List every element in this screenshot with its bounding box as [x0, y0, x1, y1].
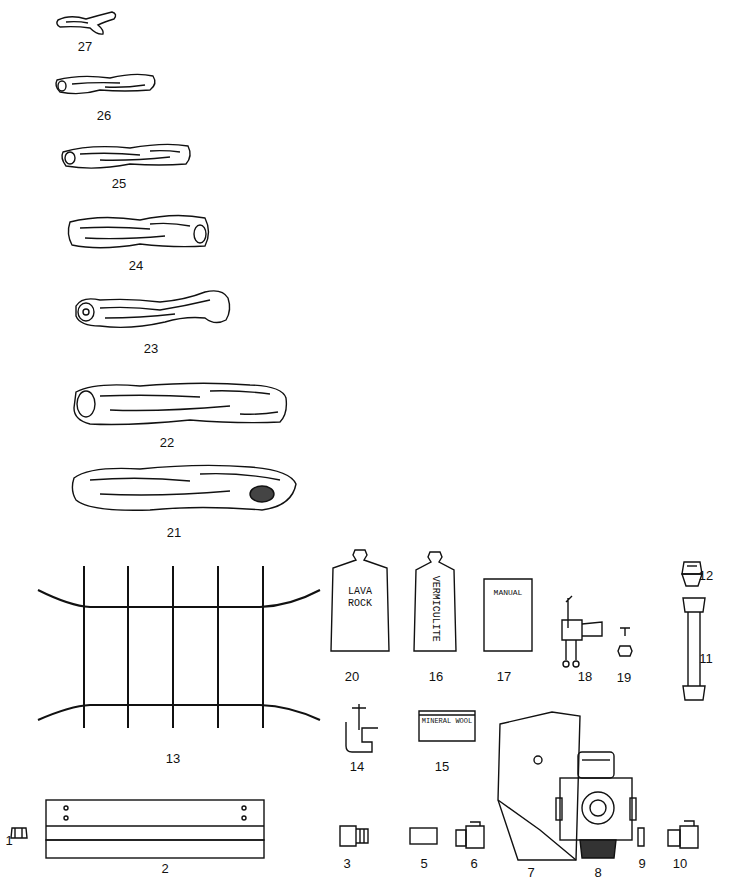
- callout-number: 25: [112, 177, 126, 190]
- callout-number: 24: [129, 259, 143, 272]
- callout-number: 17: [497, 670, 511, 683]
- log-27: [57, 12, 116, 34]
- callout-number: 26: [97, 109, 111, 122]
- log-22: [74, 383, 286, 424]
- package-label: MINERAL WOOL: [420, 717, 474, 725]
- log-26: [56, 74, 155, 93]
- nut: [11, 828, 27, 838]
- washer: [638, 828, 644, 846]
- callout-number: 12: [699, 569, 713, 582]
- callout-number: 10: [673, 857, 687, 870]
- spacer-block: [410, 828, 437, 844]
- pilot-assembly: [562, 596, 602, 667]
- gas-valve: [556, 752, 636, 858]
- callout-number: 1: [5, 834, 12, 847]
- supply-box: MINERAL WOOL: [418, 710, 476, 742]
- flex-connector: [683, 598, 705, 700]
- burner-pan: [46, 800, 264, 858]
- callout-number: 14: [350, 760, 364, 773]
- package-label: VERMICULITE: [429, 576, 441, 642]
- callout-number: 18: [578, 670, 592, 683]
- elbow-fitting: [668, 821, 698, 848]
- package-label: LAVA ROCK: [334, 586, 386, 609]
- callout-number: 6: [470, 857, 477, 870]
- fitting: [340, 826, 368, 846]
- bolt-nut: [618, 628, 632, 656]
- callout-number: 22: [160, 436, 174, 449]
- grate: [38, 566, 320, 728]
- callout-number: 13: [166, 752, 180, 765]
- supply-bag: VERMICULITE: [413, 550, 457, 652]
- manual-booklet: MANUAL: [483, 578, 533, 652]
- callout-number: 23: [144, 342, 158, 355]
- callout-number: 2: [161, 862, 168, 875]
- callout-number: 20: [345, 670, 359, 683]
- callout-number: 21: [167, 526, 181, 539]
- callout-number: 3: [343, 857, 350, 870]
- elbow-fitting: [456, 822, 484, 848]
- callout-number: 27: [78, 40, 92, 53]
- package-label: MANUAL: [485, 588, 531, 597]
- callout-number: 8: [594, 866, 601, 879]
- log-24: [68, 215, 208, 247]
- callout-number: 5: [420, 857, 427, 870]
- log-25: [62, 144, 190, 168]
- callout-number: 9: [638, 857, 645, 870]
- callout-number: 15: [435, 760, 449, 773]
- callout-number: 16: [429, 670, 443, 683]
- supply-bag: LAVA ROCK: [330, 548, 390, 652]
- callout-number: 19: [617, 671, 631, 684]
- box-outline: [418, 710, 476, 742]
- c-clamp: [346, 704, 378, 752]
- log-23: [76, 291, 230, 327]
- log-21: [72, 465, 296, 510]
- callout-number: 7: [527, 866, 534, 879]
- callout-number: 11: [699, 652, 713, 665]
- shield-plate: [498, 712, 580, 860]
